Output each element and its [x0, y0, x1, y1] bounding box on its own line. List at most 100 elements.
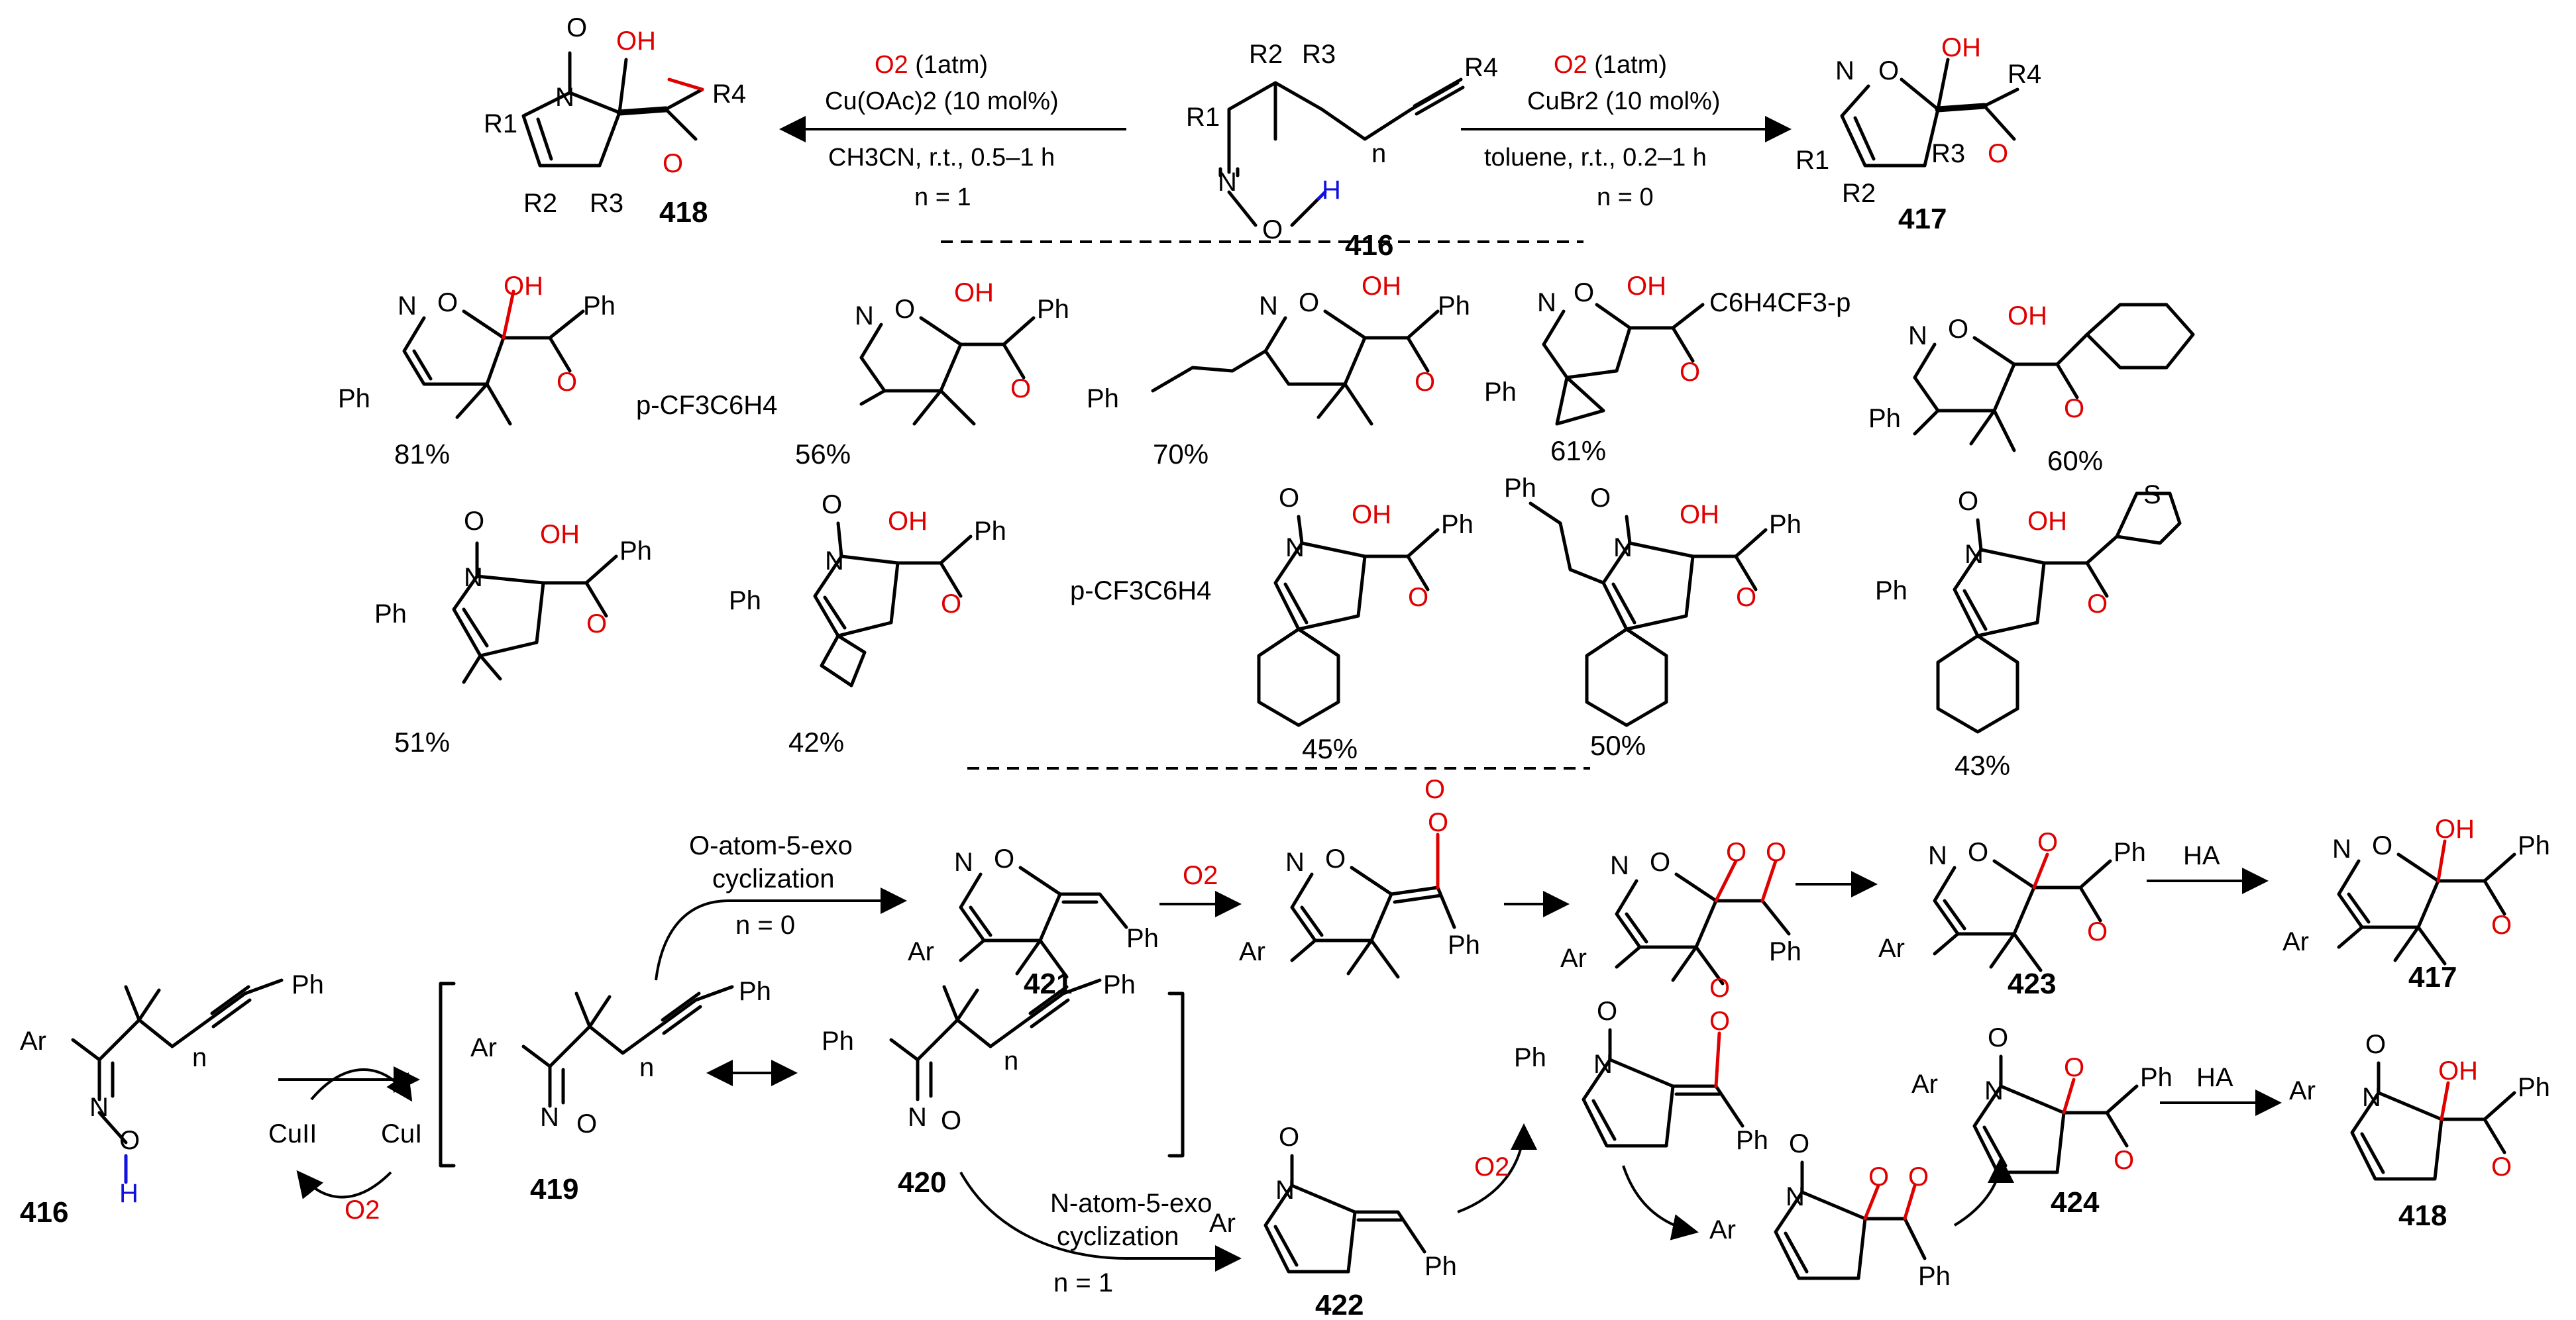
ar: Ar: [1239, 937, 1265, 966]
right-solvent: toluene, r.t., 0.2–1 h: [1484, 144, 1707, 172]
oh: OH: [2435, 815, 2475, 844]
r4: R4: [2008, 60, 2041, 89]
ph: Ph: [739, 977, 771, 1006]
oh: OH: [1941, 33, 1981, 62]
n-plus: N: [464, 563, 483, 592]
mech-422: O N Ar Ph 422: [1209, 1123, 1457, 1320]
label-419: 419: [530, 1173, 578, 1205]
mech-418: O N OH Ph O Ar 418: [2289, 1030, 2550, 1232]
n-cyc-1: N-atom-5-exo: [1050, 1189, 1212, 1218]
arrow-424-ha: HA: [2160, 1063, 2282, 1116]
mech-421: N O Ph Ar 421: [908, 844, 1159, 1000]
oh: OH: [2008, 301, 2047, 330]
row1-product-2: N O OH Ph O p-CF3C6H4 56%: [636, 278, 1069, 470]
r2: R2: [523, 189, 557, 218]
ar: Ar: [2289, 1076, 2316, 1105]
o: O: [1650, 848, 1670, 877]
arrow-to-424: [1953, 1156, 2014, 1227]
o-carbonyl: O: [941, 589, 961, 619]
n-atom: N: [1218, 168, 1237, 197]
o-minus: O: [1988, 1023, 2008, 1052]
o-b: O: [1908, 1162, 1929, 1192]
label-416-top: 416: [1345, 229, 1393, 262]
yield-2: 56%: [795, 438, 851, 470]
o-carbonyl: O: [2114, 1146, 2134, 1175]
r1: R1: [1796, 146, 1829, 175]
ph-left: Ph: [1514, 1043, 1546, 1072]
yield-5: 60%: [2047, 445, 2103, 476]
o-minus: O: [1597, 997, 1617, 1026]
mech-424: O N O Ph O Ar 424: [1911, 1023, 2173, 1219]
mech-416: Ar Ph n N O H 416: [20, 970, 324, 1229]
r4: R4: [712, 79, 746, 109]
o2: O2: [1183, 861, 1218, 890]
o-carbonyl: O: [557, 368, 577, 397]
n: N: [2332, 835, 2351, 864]
o: O: [1325, 844, 1346, 874]
ph2: Ph: [1484, 378, 1517, 407]
n: N: [1928, 841, 1947, 870]
n-plus: N: [2362, 1083, 2381, 1112]
n-plus: N: [1786, 1182, 1805, 1211]
o-minus: O: [822, 490, 842, 519]
carbonyl-o: O: [1988, 139, 2008, 168]
structure-418-top: O N OH R1 R2 R3 O R4 418: [484, 13, 746, 228]
left-n: n = 1: [914, 183, 971, 211]
label-417: 417: [2408, 961, 2457, 993]
r4-label: R4: [1464, 53, 1498, 82]
o2-cycle: O2: [345, 1195, 380, 1225]
ph: Ph: [1441, 510, 1474, 539]
row2-product-2: O N OH Ph O Ph 42%: [729, 490, 1006, 758]
ph: Ph: [1126, 924, 1159, 953]
r2: R2: [1842, 179, 1876, 208]
o-atom: O: [119, 1126, 140, 1155]
o-b: O: [1709, 974, 1730, 1003]
o-cyclization-arrow: O-atom-5-exo cyclization n = 0: [655, 831, 907, 981]
n-plus: N: [1613, 533, 1633, 562]
oh: OH: [2438, 1056, 2478, 1086]
n-cyc-3: n = 1: [1053, 1268, 1113, 1297]
h-atom: H: [1322, 176, 1341, 205]
n-plus: N: [1964, 540, 1984, 569]
oh: OH: [888, 507, 928, 536]
ph: Ph: [292, 970, 324, 999]
o-a: O: [1709, 1007, 1730, 1036]
o: O: [994, 844, 1014, 874]
o-carbonyl: O: [1736, 583, 1756, 612]
n-atom: N: [1835, 56, 1854, 85]
cu-ii: CuII: [268, 1119, 317, 1148]
n-plus: N: [555, 83, 574, 112]
yield-3: 70%: [1153, 438, 1208, 470]
oh: OH: [1680, 500, 1719, 529]
n-plus: N: [1285, 533, 1305, 562]
yield-6: 51%: [394, 727, 450, 758]
o-peroxy: O: [1428, 808, 1448, 837]
ph2: Ph: [729, 586, 761, 615]
ar: Ar: [1560, 944, 1587, 973]
ph: Ph: [1037, 295, 1069, 324]
label-423: 423: [2008, 968, 2056, 1000]
ph: Ph: [1424, 1252, 1457, 1281]
ph2: Ph: [338, 384, 370, 413]
n: N: [1908, 321, 1927, 350]
r3: R3: [590, 189, 623, 218]
arrow-to-nitrone-dioxetane: [1622, 1165, 1699, 1241]
o-peroxy-2: O: [1424, 775, 1445, 804]
cu-i: CuI: [381, 1119, 422, 1148]
o: O: [1299, 288, 1319, 317]
oh: OH: [954, 278, 994, 307]
ar: Ar: [1878, 934, 1905, 963]
mech-dioxetane-radical: N O O O Ph Ar: [1560, 838, 1801, 986]
o-minus: O: [1279, 1123, 1299, 1152]
o-radical: O: [576, 1109, 597, 1139]
o-a: O: [1868, 1162, 1889, 1192]
n-plus: N: [1275, 1176, 1295, 1205]
o-radical: O: [2037, 828, 2058, 857]
o-carbonyl: O: [1680, 358, 1700, 387]
o-a: O: [1726, 838, 1746, 867]
left-o2: O2 (1atm): [875, 51, 988, 79]
r3: R3: [1931, 139, 1965, 168]
o-b: O: [1766, 838, 1786, 867]
o: O: [1948, 315, 1968, 344]
oh: OH: [540, 520, 580, 549]
